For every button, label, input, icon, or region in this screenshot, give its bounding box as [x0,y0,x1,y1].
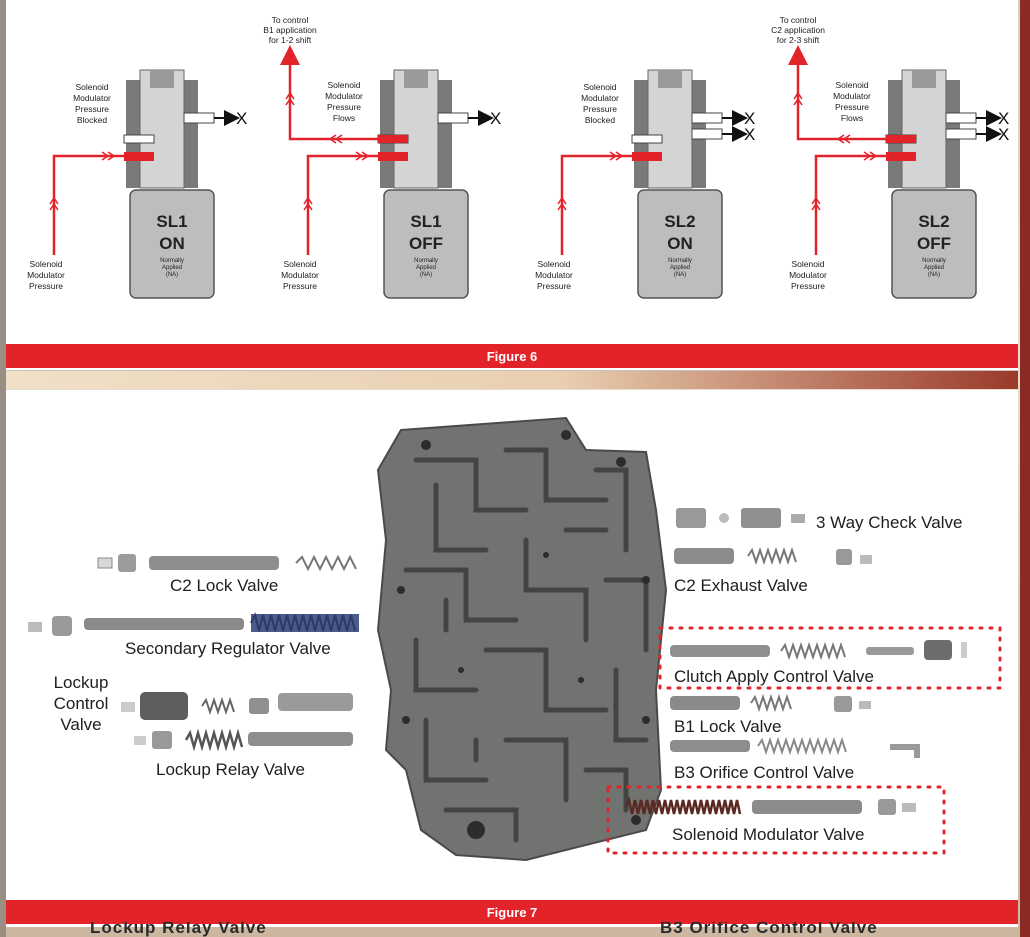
section-divider [6,371,1018,389]
solenoid-modulator-valve-parts [626,799,916,815]
c2-exhaust-valve-label: C2 Exhaust Valve [674,576,808,596]
exhaust-port [692,129,722,139]
exhaust-x: X [744,125,755,144]
solenoid-name: SL2 [664,212,695,231]
solenoid-name: SL1 [156,212,187,231]
solenoid-state: ON [159,234,185,253]
solenoid-state: OFF [409,234,443,253]
solenoid-state: ON [667,234,693,253]
clutch-apply-control-valve-label: Clutch Apply Control Valve [674,667,874,687]
exhaust-x: X [490,109,501,128]
figure-6-caption: Figure 6 [6,344,1018,368]
lockup-relay-valve-parts [134,731,353,749]
lockup-control-line-2: Control [46,693,116,714]
behind-left-text: Lockup Relay Valve [90,922,267,937]
solenoid-modulator-valve-label: Solenoid Modulator Valve [672,825,864,845]
lockup-control-line-1: Lockup [46,672,116,693]
control-label: To controlB1 applicationfor 1-2 shift [263,15,317,45]
exhaust-x: X [998,125,1009,144]
behind-right-text: B3 Orifice Control Valve [660,922,878,937]
housing-left [380,80,394,188]
c2-lock-valve-label: C2 Lock Valve [170,576,278,596]
solenoid-name: SL2 [918,212,949,231]
c2-lock-valve-parts [98,554,356,572]
solenoid-name: SL1 [410,212,441,231]
underlying-page-text: Lockup Relay Valve B3 Orifice Control Va… [60,922,960,937]
figure-7-panel: C2 Lock Valve Secondary Regulator Valve … [6,390,1018,927]
input-pressure-line [54,156,124,255]
secondary-regulator-valve-parts [28,614,359,636]
3-way-check-valve-label: 3 Way Check Valve [816,513,962,533]
solenoid-state: OFF [917,234,951,253]
c2-exhaust-valve-parts [674,548,872,565]
housing-right [438,80,452,188]
exhaust-port [692,113,722,123]
plunger-cap [404,70,428,88]
housing-left [634,80,648,188]
flow-port [378,135,408,143]
exhaust-port [438,113,468,123]
3-way-check-valve-parts [676,508,805,528]
flow-port [886,135,916,143]
plunger-cap [912,70,936,88]
lockup-relay-valve-label: Lockup Relay Valve [156,760,305,780]
housing-left [888,80,902,188]
input-pressure-label: SolenoidModulatorPressure [281,259,319,291]
exhaust-port [184,113,214,123]
pressure-port [886,152,916,161]
figure-7-caption: Figure 7 [6,900,1018,924]
clutch-apply-control-valve-parts [670,640,967,660]
housing-left [126,80,140,188]
exhaust-x: X [236,109,247,128]
right-page-edge [1020,0,1030,937]
input-pressure-line [308,156,378,255]
valve-body-casting [378,418,666,860]
upper-port [124,135,154,143]
plunger-cap [150,70,174,88]
input-pressure-line [816,156,886,255]
exhaust-port [946,113,976,123]
b1-lock-valve-parts [670,696,871,712]
plunger-cap [658,70,682,88]
housing-right [184,80,198,188]
b3-orifice-control-valve-parts [670,740,920,758]
lockup-control-line-3: Valve [46,714,116,735]
lockup-control-valve-label: Lockup Control Valve [46,672,116,735]
input-pressure-line [562,156,632,255]
lockup-control-valve-parts [121,692,353,720]
b3-orifice-control-valve-label: B3 Orifice Control Valve [674,763,854,783]
exhaust-port [946,129,976,139]
pressure-port [124,152,154,161]
secondary-regulator-valve-label: Secondary Regulator Valve [125,639,331,659]
b1-lock-valve-label: B1 Lock Valve [674,717,781,737]
pressure-port [378,152,408,161]
pressure-port [632,152,662,161]
upper-port [632,135,662,143]
